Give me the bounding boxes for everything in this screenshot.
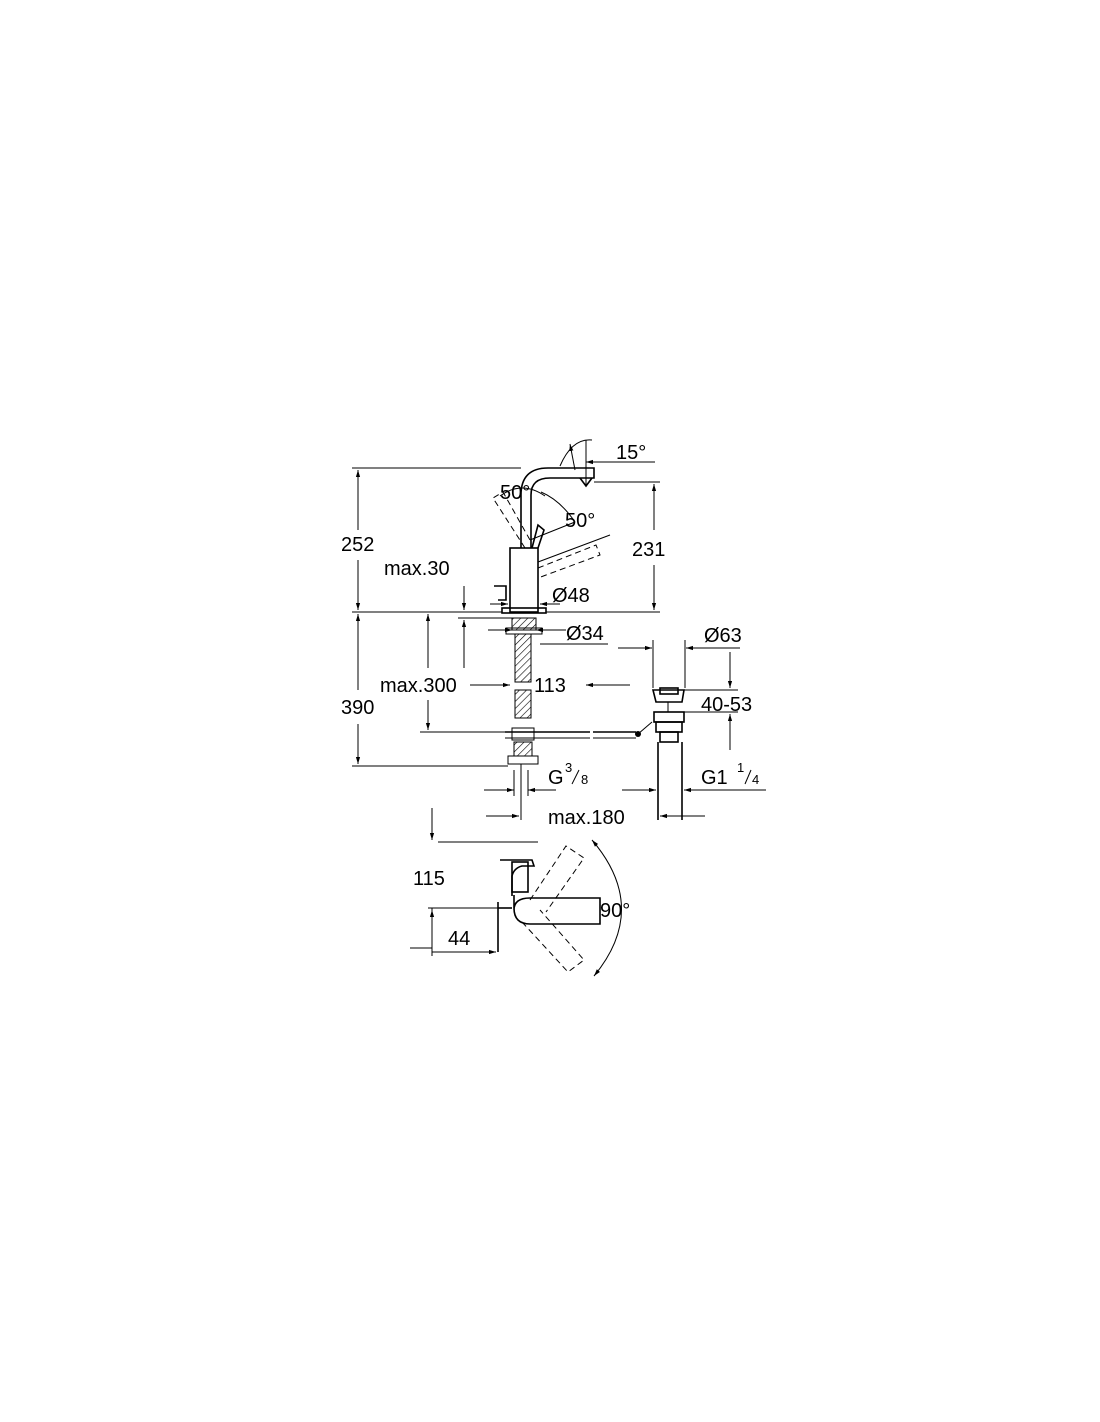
dim-thread-g-den: 8 — [581, 772, 588, 787]
dim-angle-15: 15° — [616, 442, 646, 464]
dim-44: 44 — [448, 928, 470, 950]
dim-height-390: 390 — [341, 697, 374, 719]
faucet-front-view — [492, 439, 655, 614]
drain-assembly — [651, 687, 685, 820]
dim-thread-g: G — [548, 767, 564, 789]
dim-thread-g1-den: 4 — [752, 772, 759, 787]
faucet-body — [509, 547, 539, 613]
dim-thread-g-num: 3 — [565, 760, 572, 775]
dim-dia-63: Ø63 — [704, 625, 742, 647]
dim-angle-50-right: 50° — [565, 510, 595, 532]
dim-max-180: max.180 — [548, 807, 625, 829]
dim-angle-50-left: 50° — [500, 482, 530, 504]
dim-thread-g1: G1 — [701, 767, 728, 789]
dim-max-300: max.300 — [380, 675, 457, 697]
dim-range-40-53: 40-53 — [701, 694, 752, 716]
dim-height-231: 231 — [632, 539, 665, 561]
dim-thread-g1-num: 1 — [737, 760, 744, 775]
pull-rod — [505, 721, 653, 739]
shank-and-hoses — [505, 617, 543, 820]
dim-dia-34: Ø34 — [566, 623, 604, 645]
dim-height-252: 252 — [341, 534, 374, 556]
dim-115: 115 — [413, 868, 445, 890]
faucet-top-view — [410, 808, 622, 977]
dimension-lines — [352, 467, 766, 819]
dim-dia-48: Ø48 — [552, 585, 590, 607]
dim-depth-113: 113 — [534, 675, 566, 697]
dim-max-30: max.30 — [384, 558, 450, 580]
spout — [520, 467, 595, 548]
dim-angle-90: 90° — [600, 900, 630, 922]
